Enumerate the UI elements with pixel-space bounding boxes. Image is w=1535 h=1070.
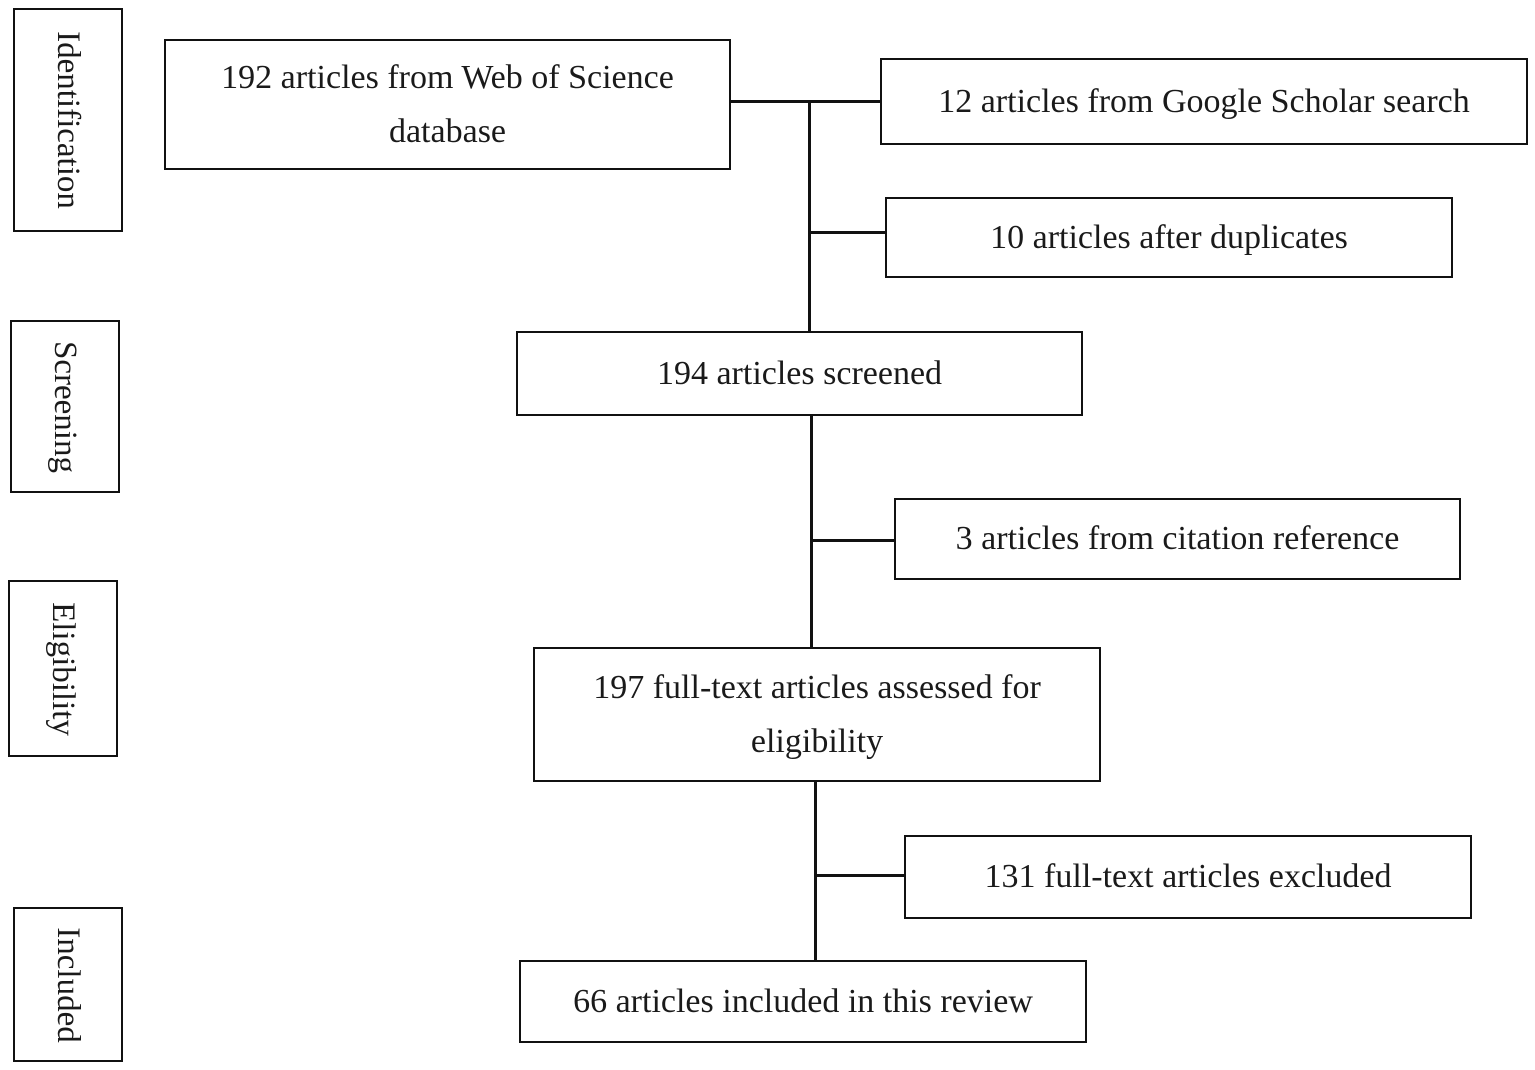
box-screened-text: 194 articles screened <box>656 354 943 392</box>
stage-eligibility-label: Eligibility <box>45 601 81 736</box>
stage-screening: Screening <box>10 320 120 493</box>
box-included-review-text: 66 articles included in this review <box>573 982 1033 1020</box>
box-web-of-science: 192 articles from Web of Science databas… <box>164 39 731 170</box>
box-google-scholar-text: 12 articles from Google Scholar search <box>938 82 1470 120</box>
stage-screening-label: Screening <box>47 340 83 473</box>
connector-main-vertical-mid <box>810 414 813 649</box>
box-full-text-assessed-text: 197 full-text articles assessed for elig… <box>593 668 1041 760</box>
box-citation-reference-text: 3 articles from citation reference <box>955 520 1400 557</box>
box-full-text-excluded: 131 full-text articles excluded <box>904 835 1472 919</box>
connector-duplicates-horizontal <box>808 231 887 234</box>
box-after-duplicates: 10 articles after duplicates <box>885 197 1453 278</box>
stage-included-label: Included <box>50 926 86 1043</box>
box-web-of-science-text: 192 articles from Web of Science databas… <box>221 58 674 150</box>
box-citation-reference: 3 articles from citation reference <box>894 498 1461 580</box>
box-full-text-assessed: 197 full-text articles assessed for elig… <box>533 647 1101 782</box>
connector-wos-horizontal <box>730 100 882 103</box>
connector-citation-horizontal <box>810 539 896 542</box>
connector-excluded-horizontal <box>814 874 906 877</box>
stage-eligibility: Eligibility <box>8 580 118 757</box>
connector-main-vertical-bottom <box>814 780 817 964</box>
box-after-duplicates-text: 10 articles after duplicates <box>990 218 1348 256</box>
box-included-review: 66 articles included in this review <box>519 960 1087 1043</box>
box-full-text-excluded-text: 131 full-text articles excluded <box>984 858 1392 895</box>
stage-identification-label: Identification <box>50 31 86 209</box>
stage-included: Included <box>13 907 123 1062</box>
box-google-scholar: 12 articles from Google Scholar search <box>880 58 1528 145</box>
box-screened: 194 articles screened <box>516 331 1083 416</box>
stage-identification: Identification <box>13 8 123 232</box>
connector-main-vertical-top <box>808 100 811 333</box>
